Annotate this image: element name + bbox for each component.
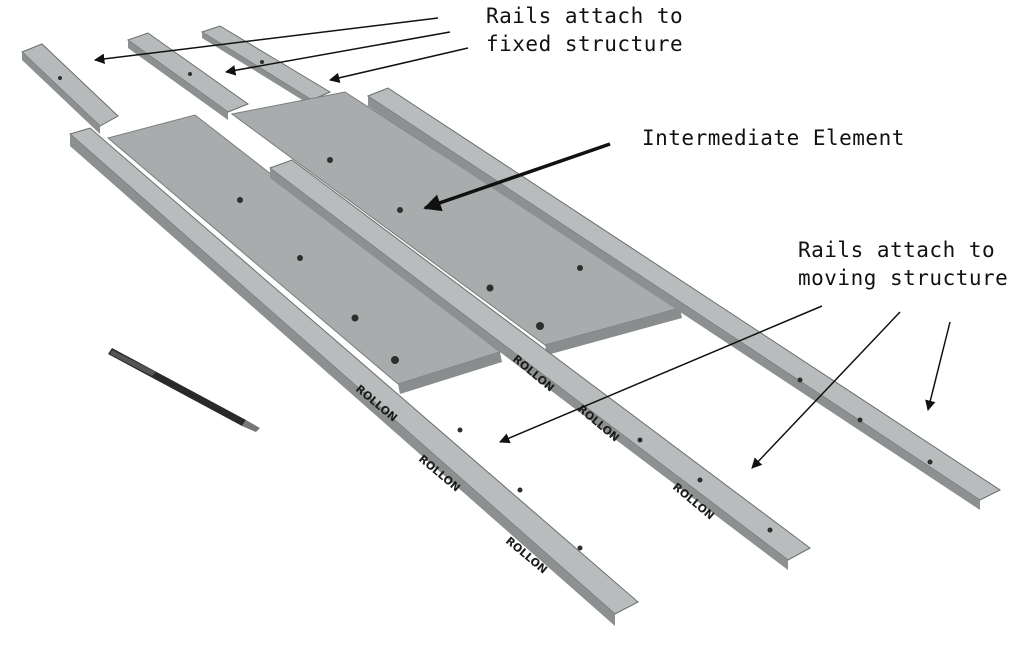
moving-rail-left bbox=[68, 127, 639, 626]
moving-rail-middle bbox=[268, 159, 811, 570]
moving-rail-right bbox=[366, 87, 1002, 510]
arrows-moving-structure bbox=[499, 305, 951, 469]
fixed-rail-3 bbox=[200, 25, 332, 106]
arrows-fixed-structure bbox=[93, 17, 469, 83]
mounting-holes bbox=[58, 60, 933, 551]
arrow-intermediate-element bbox=[423, 142, 611, 212]
label-fixed-line1: Rails attach to bbox=[486, 4, 684, 28]
label-fixed-line2: fixed structure bbox=[486, 32, 684, 56]
label-intermediate-text: Intermediate Element bbox=[642, 126, 905, 150]
pen-icon bbox=[108, 348, 260, 432]
fixed-rail-1 bbox=[21, 43, 119, 134]
label-moving-line2: moving structure bbox=[798, 266, 1009, 290]
label-moving-line1: Rails attach to bbox=[798, 238, 996, 262]
label-fixed-structure: Rails attach to fixed structure bbox=[486, 2, 683, 58]
label-moving-structure: Rails attach to moving structure bbox=[798, 236, 1008, 292]
label-intermediate-element: Intermediate Element bbox=[642, 124, 905, 152]
